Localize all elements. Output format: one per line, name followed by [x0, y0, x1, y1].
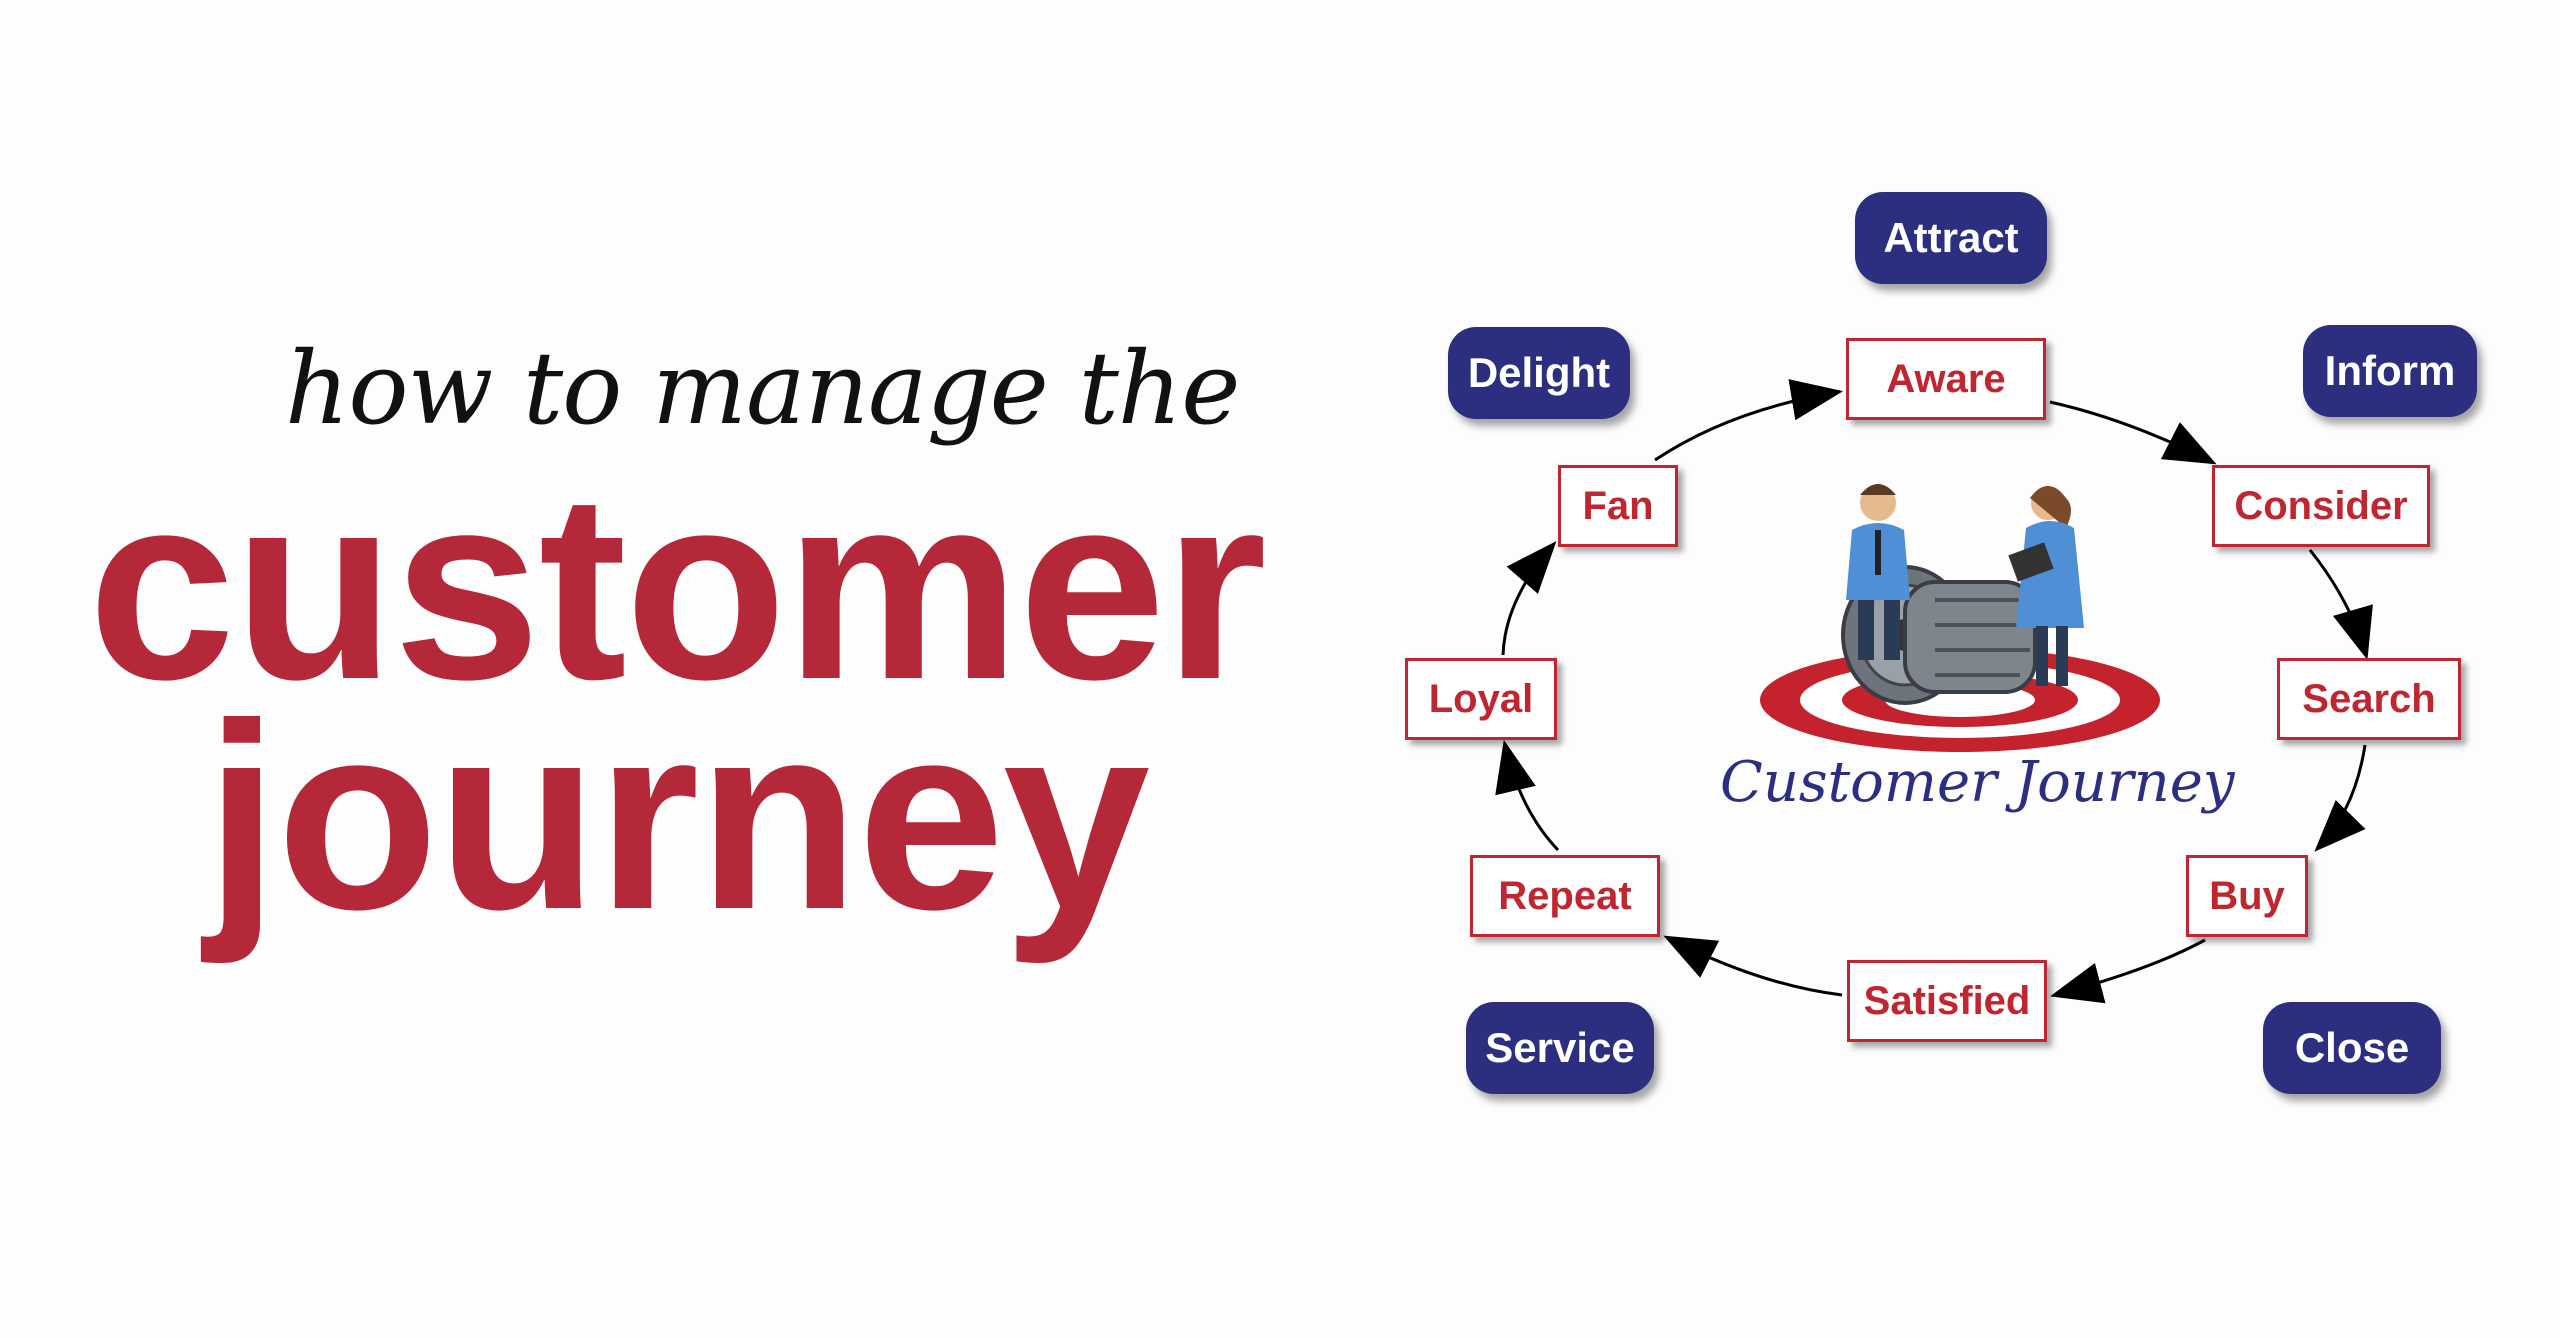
stage-search: Search	[2277, 658, 2461, 740]
arrow-buy-to-satisfied	[2049, 938, 2206, 1004]
headline-line-2: journey	[205, 669, 1150, 965]
stage-buy: Buy	[2186, 855, 2308, 937]
phase-delight: Delight	[1448, 327, 1630, 419]
cycle-arrows	[1495, 379, 2373, 1004]
two-figures-with-jet-engine-on-target-icon	[1760, 484, 2160, 752]
stage-aware: Aware	[1846, 338, 2046, 420]
arrow-satisfied-to-repeat	[1663, 935, 1843, 997]
arrow-aware-to-consider	[2049, 400, 2217, 465]
arrow-fan-to-aware	[1654, 379, 1844, 462]
phase-inform: Inform	[2303, 325, 2477, 417]
phase-service: Service	[1466, 1002, 1654, 1094]
headline-subtitle: how to manage the	[285, 330, 1240, 447]
headline-block: how to manage the customer journey	[88, 330, 1267, 965]
stage-fan: Fan	[1558, 465, 1678, 547]
center-title: Customer Journey	[1720, 750, 2235, 815]
arrow-repeat-to-loyal	[1495, 739, 1560, 852]
arrow-loyal-to-fan	[1501, 541, 1557, 656]
headline-line-1: customer	[88, 439, 1267, 735]
stage-loyal: Loyal	[1405, 658, 1557, 740]
arrow-search-to-buy	[2314, 744, 2367, 852]
phase-attract: Attract	[1855, 192, 2047, 284]
stage-repeat: Repeat	[1470, 855, 1660, 937]
stage-consider: Consider	[2212, 465, 2430, 547]
phase-close: Close	[2263, 1002, 2441, 1094]
stage-satisfied: Satisfied	[1847, 960, 2047, 1042]
arrow-consider-to-search	[2308, 549, 2373, 660]
journey-cycle-diagram	[1495, 379, 2373, 1004]
